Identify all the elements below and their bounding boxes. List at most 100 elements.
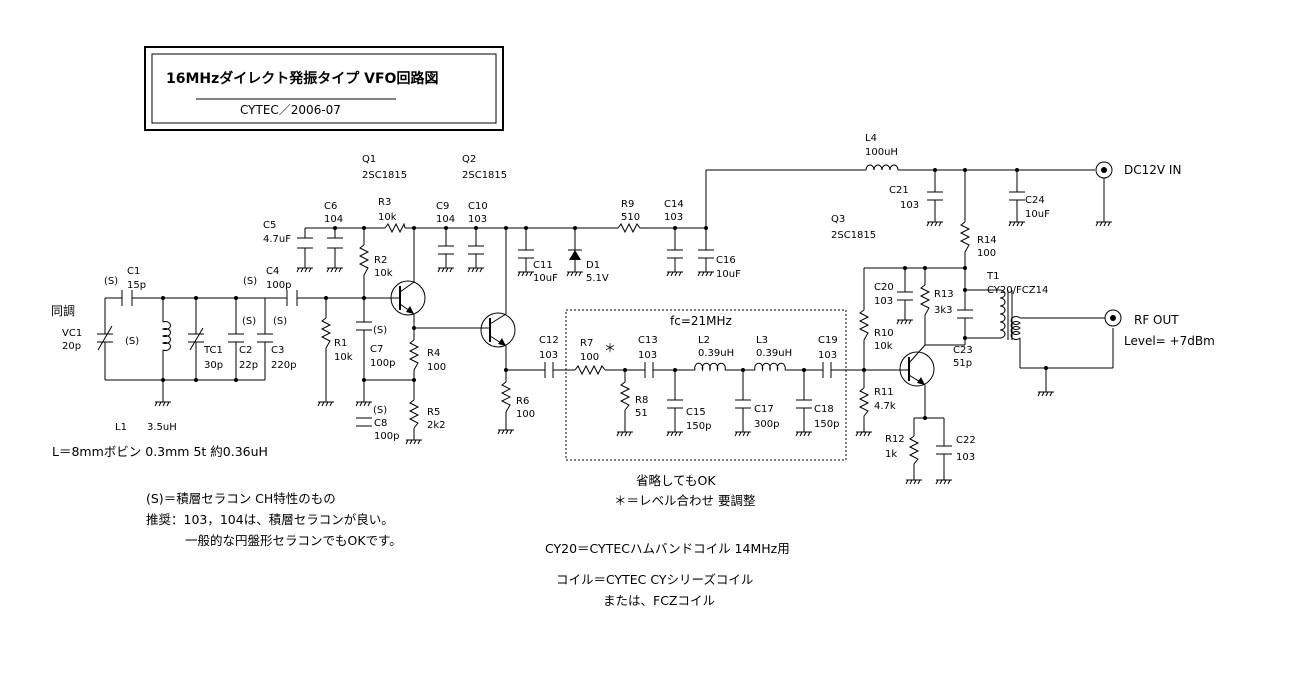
- rf-out-label: RF OUT: [1134, 313, 1179, 327]
- c22-value: 103: [956, 452, 975, 463]
- s-mark-c3: (S): [273, 316, 287, 327]
- r6-name: R6: [516, 396, 529, 407]
- l3-name: L3: [756, 335, 768, 346]
- r9-name: R9: [621, 199, 634, 210]
- c5-value: 4.7uF: [263, 234, 291, 245]
- coil-series-note-2: または、FCZコイル: [603, 593, 715, 608]
- s-mark-l1: (S): [125, 336, 139, 347]
- filter-note-optional: 省略してもOK: [636, 473, 716, 488]
- s-mark-c7: (S): [373, 325, 387, 336]
- lpf-boundary: [565, 309, 847, 461]
- inductors: [161, 164, 1021, 372]
- ground-symbol: [1008, 221, 1025, 227]
- ground-symbol: [497, 429, 514, 435]
- notes: L＝8mmボビン 0.3mm 5t 約0.36uH (S)＝積層セラコン CH特…: [52, 444, 790, 608]
- ground-symbol: [666, 431, 683, 437]
- c20-value: 103: [874, 296, 893, 307]
- c14-value: 103: [664, 212, 683, 223]
- ground-symbol: [405, 439, 422, 445]
- r2-name: R2: [374, 255, 387, 266]
- r14-name: R14: [977, 235, 997, 246]
- l4-value: 100uH: [865, 147, 898, 158]
- q2-name: Q2: [462, 154, 476, 165]
- fc-label: fc=21MHz: [670, 314, 732, 328]
- tune-label: 同調: [51, 304, 75, 318]
- transistors: [390, 280, 935, 387]
- c21-name: C21: [889, 185, 909, 196]
- c1-value: 15p: [127, 280, 146, 291]
- r3-value: 10k: [378, 212, 397, 223]
- ground-symbol: [566, 271, 583, 277]
- r12-name: R12: [885, 434, 905, 445]
- grounds: [154, 221, 1112, 485]
- ground-symbol: [467, 267, 484, 273]
- l2-value: 0.39uH: [698, 348, 734, 359]
- recommend-note-2: 一般的な円盤形セラコンでもOKです。: [185, 533, 402, 548]
- c8-name: C8: [374, 418, 387, 429]
- c16-name: C16: [716, 255, 736, 266]
- c3-name: C3: [271, 345, 284, 356]
- c19-name: C19: [818, 335, 838, 346]
- c7-name: C7: [370, 344, 383, 355]
- ground-symbol: [905, 479, 922, 485]
- c24-value: 10uF: [1025, 209, 1050, 220]
- ground-symbol: [296, 267, 313, 273]
- title-subtext: CYTEC／2006-07: [240, 103, 341, 117]
- ground-symbol: [437, 267, 454, 273]
- c3-value: 220p: [271, 360, 296, 371]
- ground-symbol: [154, 401, 171, 407]
- r7-value: 100: [580, 352, 599, 363]
- q1-name: Q1: [362, 154, 376, 165]
- ground-symbol: [666, 271, 683, 277]
- r11-name: R11: [874, 387, 894, 398]
- ground-symbol: [355, 401, 372, 407]
- ground-symbol: [734, 431, 751, 437]
- c23-name: C23: [953, 345, 973, 356]
- ground-symbol: [1095, 221, 1112, 227]
- series-capacitors: [121, 290, 832, 378]
- r4-value: 100: [427, 362, 446, 373]
- q3-part: 2SC1815: [831, 230, 876, 241]
- c14-name: C14: [664, 199, 684, 210]
- c4-value: 100p: [266, 280, 291, 291]
- c13-value: 103: [638, 350, 657, 361]
- r12-value: 1k: [885, 449, 897, 460]
- cy20-note: CY20＝CYTECハムバンドコイル 14MHz用: [545, 541, 790, 556]
- q1-part: 2SC1815: [362, 170, 407, 181]
- c1-name: C1: [127, 266, 140, 277]
- c17-name: C17: [754, 404, 774, 415]
- s-mark-c2: (S): [242, 316, 256, 327]
- c17-value: 300p: [754, 419, 779, 430]
- ground-symbol: [697, 271, 714, 277]
- ground-symbol: [935, 479, 952, 485]
- t1-value: CY20/FCZ14: [987, 285, 1048, 296]
- ground-symbol: [896, 319, 913, 325]
- d1-name: D1: [586, 260, 600, 271]
- level-label: Level= +7dBm: [1124, 334, 1215, 348]
- c7-value: 100p: [370, 358, 395, 369]
- r1-name: R1: [334, 338, 347, 349]
- c10-value: 103: [468, 214, 487, 225]
- shunt-capacitors: [97, 191, 1025, 455]
- ground-symbol: [855, 431, 872, 437]
- filter-note-level: ＊＝レベル合わせ 要調整: [614, 493, 756, 508]
- r2-value: 10k: [374, 268, 393, 279]
- r9-value: 510: [621, 212, 640, 223]
- c15-value: 150p: [686, 421, 711, 432]
- s-mark-c8: (S): [373, 405, 387, 416]
- coil-note: L＝8mmボビン 0.3mm 5t 約0.36uH: [52, 444, 268, 459]
- c9-value: 104: [436, 214, 455, 225]
- l2-name: L2: [698, 335, 710, 346]
- c22-name: C22: [956, 435, 976, 446]
- recommend-note-1: 推奨：103，104は、積層セラコンが良い。: [146, 512, 394, 527]
- asterisk-mark: ＊: [604, 341, 616, 355]
- r7-name: R7: [580, 338, 593, 349]
- r8-name: R8: [635, 395, 648, 406]
- c6-name: C6: [324, 201, 337, 212]
- s-mark-c4: (S): [243, 276, 257, 287]
- r4-name: R4: [427, 348, 440, 359]
- vc1-name: VC1: [62, 328, 82, 339]
- c10-name: C10: [468, 201, 488, 212]
- vc1-value: 20p: [62, 341, 81, 352]
- r13-name: R13: [934, 289, 954, 300]
